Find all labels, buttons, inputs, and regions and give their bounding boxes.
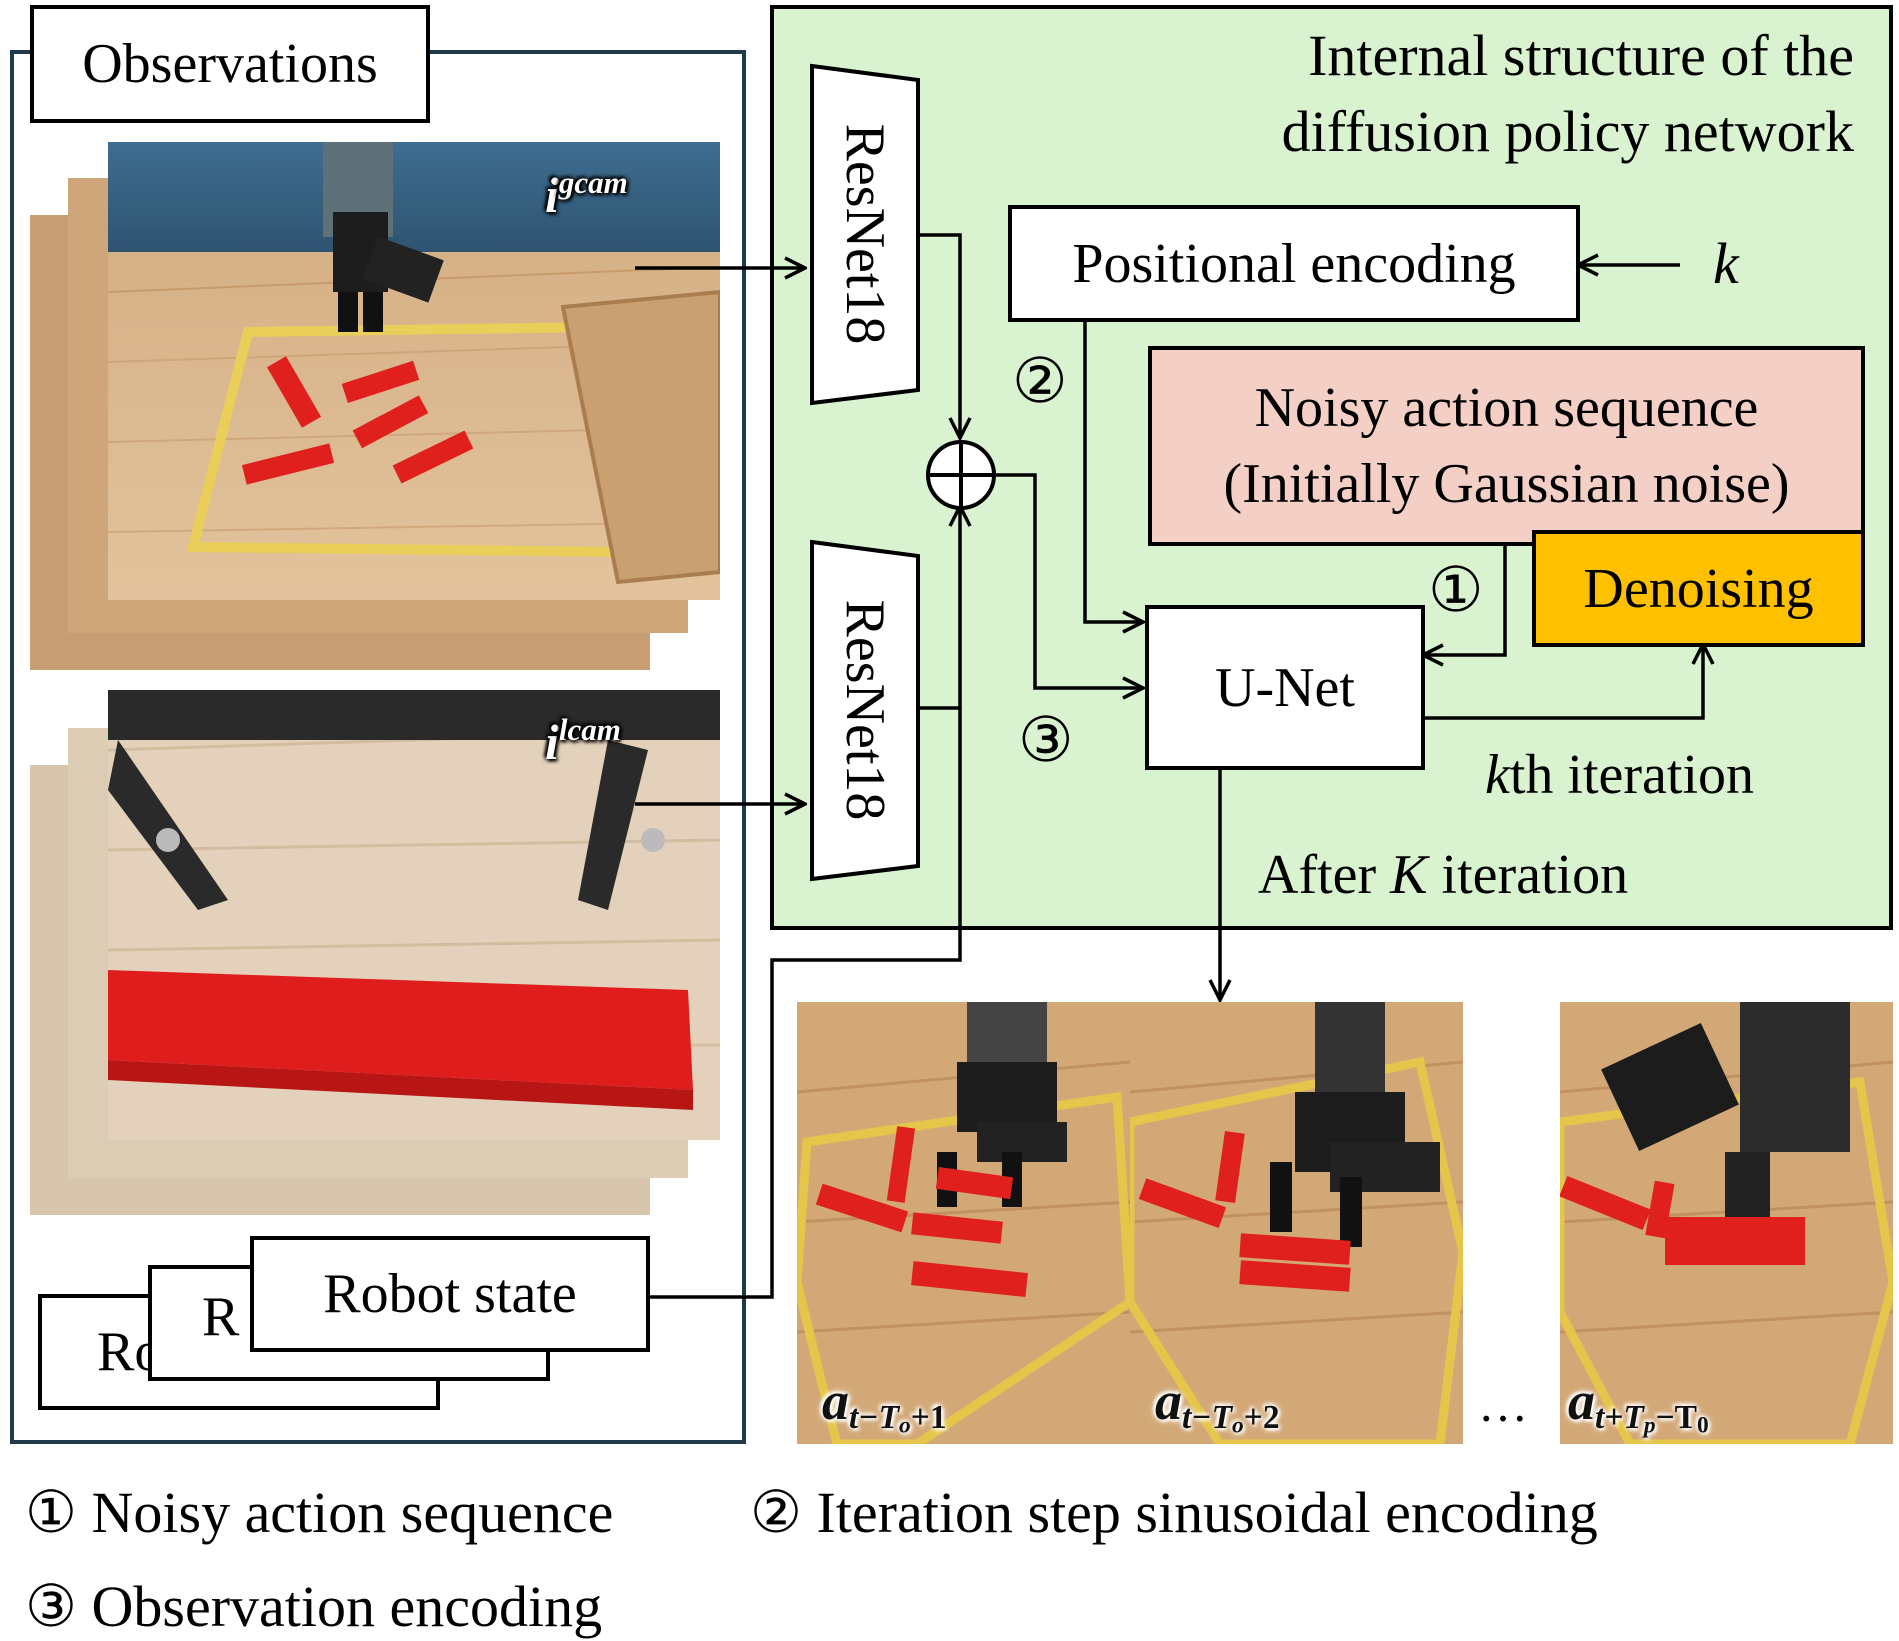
legend-item-3: ③ Observation encoding [25,1574,603,1639]
resnet18-bottom-label: ResNet18 [834,599,896,821]
noisy-action-sequence-box: Noisy action sequence (Initially Gaussia… [1148,346,1865,546]
global-camera-label: igcam [545,165,628,224]
positional-encoding-box: Positional encoding [1008,205,1580,322]
legend-item-1: ① Noisy action sequence [25,1480,614,1545]
resnet18-bottom: ResNet18 [808,538,922,883]
after-k-iteration-label: After K iteration [1258,844,1629,906]
unet-box: U-Net [1145,605,1425,770]
k-input: k [1713,231,1739,296]
resnet18-top: ResNet18 [808,62,922,407]
action-label-2: at−To+2 [1155,1371,1280,1440]
local-camera-label: ilcam [545,712,621,771]
action-image-3 [1560,1002,1893,1444]
denoising-box: Denoising [1532,530,1865,647]
concat-plus-icon [926,440,996,510]
action-image-2 [1130,1002,1463,1444]
network-title-line2: diffusion policy network [1281,99,1854,164]
local-camera-image [108,690,720,1140]
marker-3: ③ [1018,707,1074,775]
action-label-1: at−To+1 [822,1371,947,1440]
global-camera-image [108,142,720,600]
observations-title: Observations [30,5,430,123]
action-ellipsis: … [1478,1376,1528,1432]
robot-state-box: Robot state [250,1236,650,1352]
action-image-1 [797,1002,1130,1444]
legend-item-2: ② Iteration step sinusoidal encoding [750,1480,1598,1545]
marker-2: ② [1012,348,1068,416]
resnet18-top-label: ResNet18 [834,123,896,345]
marker-1: ① [1428,557,1484,625]
network-title-line1: Internal structure of the [1308,23,1854,88]
action-label-3: at+Tp−T0 [1568,1371,1709,1440]
kth-iteration-label: kth iteration [1485,744,1755,806]
